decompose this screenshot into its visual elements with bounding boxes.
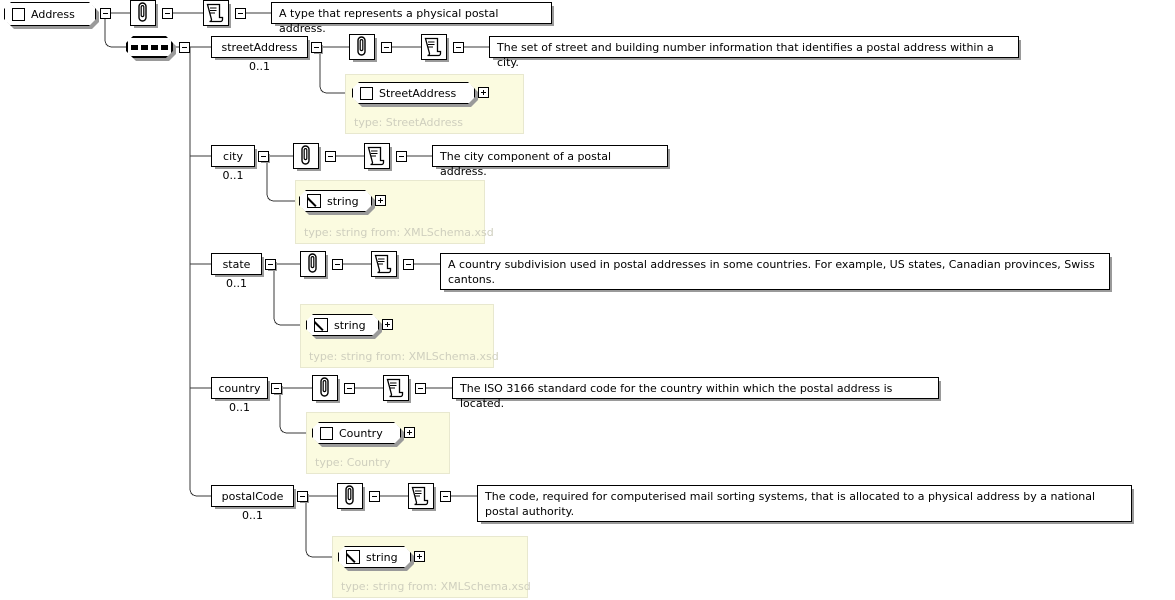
type-node-StreetAddress[interactable]: StreetAddress xyxy=(352,82,475,104)
complex-type-icon xyxy=(360,87,373,100)
root-annotation-toggle[interactable] xyxy=(162,8,173,19)
type-node-label: string xyxy=(327,194,359,208)
postalCode-annotation-toggle[interactable] xyxy=(369,491,380,502)
root-documentation-toggle[interactable] xyxy=(235,8,246,19)
type-node-Country-expand-toggle[interactable] xyxy=(404,427,415,438)
type-caption: type: string from: XMLSchema.xsd xyxy=(304,226,494,239)
type-node-body[interactable]: string xyxy=(299,190,372,212)
state-documentation-text: A country subdivision used in postal add… xyxy=(440,253,1110,290)
paperclip-icon[interactable] xyxy=(312,375,338,401)
document-scroll-icon[interactable] xyxy=(408,483,434,509)
complex-type-icon xyxy=(320,427,333,440)
type-node-Country[interactable]: Country xyxy=(312,422,401,444)
type-node-body[interactable]: StreetAddress xyxy=(352,82,475,104)
document-scroll-icon[interactable] xyxy=(371,251,397,277)
paperclip-icon[interactable] xyxy=(130,0,156,26)
type-caption: type: StreetAddress xyxy=(354,116,464,129)
type-node-label: Country xyxy=(339,426,383,440)
country-documentation-text: The ISO 3166 standard code for the count… xyxy=(452,377,939,410)
type-node-string-city[interactable]: string xyxy=(299,190,372,212)
type-caption: type: Country xyxy=(315,456,391,469)
sequence-collapse-toggle[interactable] xyxy=(179,42,190,53)
sequence-dash xyxy=(151,45,158,50)
simple-type-icon xyxy=(307,194,321,208)
simple-type-icon xyxy=(346,550,360,564)
paperclip-icon[interactable] xyxy=(337,483,363,509)
paperclip-icon[interactable] xyxy=(349,34,375,60)
city-annotation-toggle[interactable] xyxy=(325,151,336,162)
element-state[interactable]: state xyxy=(211,253,262,275)
document-scroll-icon[interactable] xyxy=(364,143,390,169)
country-collapse-toggle[interactable] xyxy=(271,383,282,394)
paperclip-icon[interactable] xyxy=(293,143,319,169)
streetAddress-documentation-toggle[interactable] xyxy=(453,42,464,53)
type-node-label: string xyxy=(366,550,398,564)
simple-type-icon xyxy=(314,318,328,332)
type-node-body[interactable]: string xyxy=(338,546,411,568)
element-streetAddress[interactable]: streetAddress xyxy=(211,36,308,58)
element-label: country xyxy=(218,381,261,395)
sequence-dash xyxy=(161,45,168,50)
streetAddress-documentation-text: The set of street and building number in… xyxy=(489,36,1019,69)
element-country[interactable]: country xyxy=(211,377,268,399)
sequence-dash xyxy=(131,45,138,50)
type-node-body[interactable]: string xyxy=(306,314,379,336)
complex-type-icon xyxy=(12,8,25,21)
country-annotation-toggle[interactable] xyxy=(344,383,355,394)
state-documentation-toggle[interactable] xyxy=(403,259,414,270)
root-collapse-toggle[interactable] xyxy=(100,8,111,19)
element-label: city xyxy=(223,149,243,163)
paperclip-icon[interactable] xyxy=(300,251,326,277)
root-node-label: Address xyxy=(31,7,75,21)
city-documentation-text: The city component of a postal address. xyxy=(432,145,668,178)
type-caption: type: string from: XMLSchema.xsd xyxy=(341,580,531,593)
occurrence-city: 0..1 xyxy=(222,169,244,182)
occurrence-postalCode: 0..1 xyxy=(242,509,263,522)
type-caption: type: string from: XMLSchema.xsd xyxy=(309,350,499,363)
streetAddress-collapse-toggle[interactable] xyxy=(311,42,322,53)
type-node-label: StreetAddress xyxy=(379,86,457,100)
root-node-address[interactable]: Address xyxy=(4,2,96,26)
occurrence-country: 0..1 xyxy=(229,401,250,414)
sequence-dash xyxy=(141,45,148,50)
country-documentation-toggle[interactable] xyxy=(415,383,426,394)
element-postalCode[interactable]: postalCode xyxy=(211,485,294,507)
postalCode-collapse-toggle[interactable] xyxy=(297,491,308,502)
root-documentation-text: A type that represents a physical postal… xyxy=(271,2,552,35)
element-label: state xyxy=(222,257,251,271)
type-node-string-state-expand-toggle[interactable] xyxy=(382,319,393,330)
postalCode-documentation-toggle[interactable] xyxy=(440,491,451,502)
streetAddress-annotation-toggle[interactable] xyxy=(381,42,392,53)
postalCode-documentation-text: The code, required for computerised mail… xyxy=(477,485,1132,522)
element-label: streetAddress xyxy=(221,40,298,54)
type-node-string-city-expand-toggle[interactable] xyxy=(375,195,386,206)
type-node-string-postalCode-expand-toggle[interactable] xyxy=(414,551,425,562)
element-label: postalCode xyxy=(221,489,284,503)
type-node-string-state[interactable]: string xyxy=(306,314,379,336)
element-city[interactable]: city xyxy=(211,145,255,167)
state-annotation-toggle[interactable] xyxy=(332,259,343,270)
sequence-body[interactable] xyxy=(126,36,173,58)
state-collapse-toggle[interactable] xyxy=(265,259,276,270)
document-scroll-icon[interactable] xyxy=(421,34,447,60)
occurrence-state: 0..1 xyxy=(226,277,247,290)
type-node-StreetAddress-expand-toggle[interactable] xyxy=(478,87,489,98)
document-scroll-icon[interactable] xyxy=(203,0,229,26)
city-collapse-toggle[interactable] xyxy=(258,151,269,162)
type-node-body[interactable]: Country xyxy=(312,422,401,444)
document-scroll-icon[interactable] xyxy=(383,375,409,401)
root-node-body[interactable]: Address xyxy=(4,2,96,26)
sequence-icon[interactable] xyxy=(126,36,173,58)
city-documentation-toggle[interactable] xyxy=(396,151,407,162)
type-node-label: string xyxy=(334,318,366,332)
occurrence-streetAddress: 0..1 xyxy=(249,60,270,73)
type-node-string-postalCode[interactable]: string xyxy=(338,546,411,568)
